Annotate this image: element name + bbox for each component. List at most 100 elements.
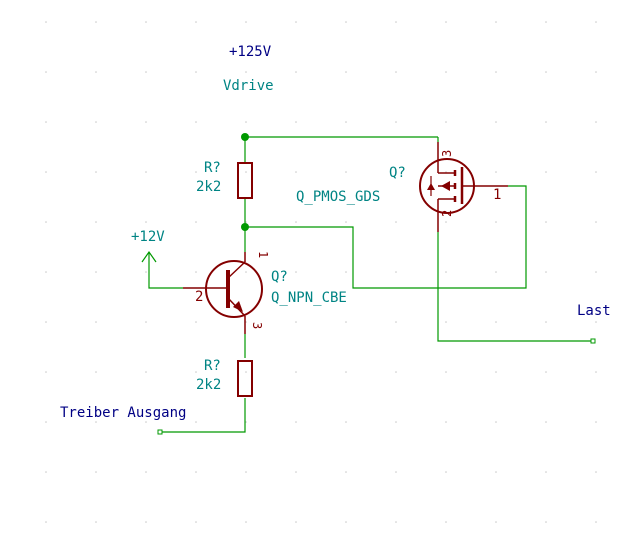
grid-dot: [445, 221, 447, 223]
npn-pin-collector: 1: [256, 251, 270, 258]
grid-dot: [245, 271, 247, 273]
junction-gate-node: [241, 223, 249, 231]
grid-dot: [295, 371, 297, 373]
grid-dot: [195, 471, 197, 473]
grid-dot: [195, 271, 197, 273]
grid-dot: [95, 371, 97, 373]
load-connector: [590, 338, 596, 344]
vdrive-net-label: Vdrive: [223, 78, 274, 94]
grid-dot: [45, 71, 47, 73]
grid-dot: [495, 471, 497, 473]
grid-dot: [295, 321, 297, 323]
grid-dot: [545, 21, 547, 23]
grid-dot: [495, 271, 497, 273]
grid-dot: [145, 121, 147, 123]
npn-pin-base: 2: [195, 289, 203, 305]
grid-dot: [395, 471, 397, 473]
grid-dot: [395, 71, 397, 73]
grid-dot: [245, 171, 247, 173]
pmos-ref: Q?: [389, 165, 406, 181]
grid-dot: [45, 21, 47, 23]
resistor-top-value: 2k2: [196, 179, 221, 195]
grid-dot: [45, 471, 47, 473]
grid-dot: [545, 421, 547, 423]
grid-dot: [245, 221, 247, 223]
grid-dot: [195, 371, 197, 373]
grid-dot: [495, 21, 497, 23]
hv-power-label: +125V: [229, 44, 272, 60]
grid-dot: [195, 171, 197, 173]
grid-dot: [345, 321, 347, 323]
grid-dot: [395, 221, 397, 223]
grid-dot: [195, 421, 197, 423]
grid-dot: [95, 471, 97, 473]
grid-dot: [345, 121, 347, 123]
grid-dot: [295, 471, 297, 473]
grid-dot: [545, 121, 547, 123]
grid-dot: [445, 421, 447, 423]
resistor-bottom-value: 2k2: [196, 377, 221, 393]
resistor-top-ref: R?: [204, 160, 221, 176]
grid-dot: [495, 321, 497, 323]
grid-dot: [345, 21, 347, 23]
grid-dot: [345, 521, 347, 523]
grid-dot: [595, 121, 597, 123]
wire-r2-to-output: [162, 398, 246, 433]
grid-dot: [45, 271, 47, 273]
driver-output-label: Treiber Ausgang: [60, 405, 186, 421]
grid-dot: [595, 521, 597, 523]
grid-dot: [95, 121, 97, 123]
grid-dot: [395, 521, 397, 523]
junction-vdrive: [241, 133, 249, 141]
grid-dot: [95, 421, 97, 423]
grid-dot: [145, 171, 147, 173]
grid-dot: [45, 521, 47, 523]
driver-output-connector: [157, 429, 163, 435]
grid-dot: [145, 321, 147, 323]
pmos-transistor: [419, 142, 508, 232]
grid-dot: [295, 21, 297, 23]
grid-dot: [295, 521, 297, 523]
pmos-pin-source: 3: [440, 150, 454, 157]
grid-dot: [45, 321, 47, 323]
grid-dot: [595, 171, 597, 173]
pmos-body-diode: [427, 183, 435, 190]
pmos-channel-arrow: [441, 181, 450, 191]
grid-dot: [245, 521, 247, 523]
grid-dot: [445, 271, 447, 273]
grid-dot: [595, 221, 597, 223]
grid-dot: [495, 71, 497, 73]
grid-dot: [545, 371, 547, 373]
grid-dot: [395, 321, 397, 323]
grid-dot: [295, 171, 297, 173]
grid-dot: [95, 171, 97, 173]
npn-pin-emitter: 3: [250, 322, 264, 329]
grid-dot: [295, 271, 297, 273]
grid-dot: [295, 121, 297, 123]
grid-dot: [295, 221, 297, 223]
grid-dot: [95, 521, 97, 523]
grid-dot: [95, 71, 97, 73]
wires: [148, 136, 591, 433]
resistor-bottom: [237, 360, 253, 397]
grid-dot: [595, 371, 597, 373]
power-12v-symbol: [141, 250, 157, 264]
grid-dot: [545, 321, 547, 323]
grid-dot: [445, 121, 447, 123]
pmos-pin-gate: 1: [493, 187, 501, 203]
grid-dots: [45, 21, 597, 523]
grid-dot: [345, 371, 347, 373]
load-label: Last: [577, 303, 611, 319]
grid-dot: [595, 71, 597, 73]
grid-dot: [245, 21, 247, 23]
grid-dot: [195, 71, 197, 73]
grid-dot: [395, 271, 397, 273]
grid-dot: [495, 171, 497, 173]
grid-dot: [245, 471, 247, 473]
grid-dot: [345, 171, 347, 173]
grid-dot: [245, 371, 247, 373]
grid-dot: [45, 171, 47, 173]
pmos-value: Q_PMOS_GDS: [296, 189, 380, 205]
